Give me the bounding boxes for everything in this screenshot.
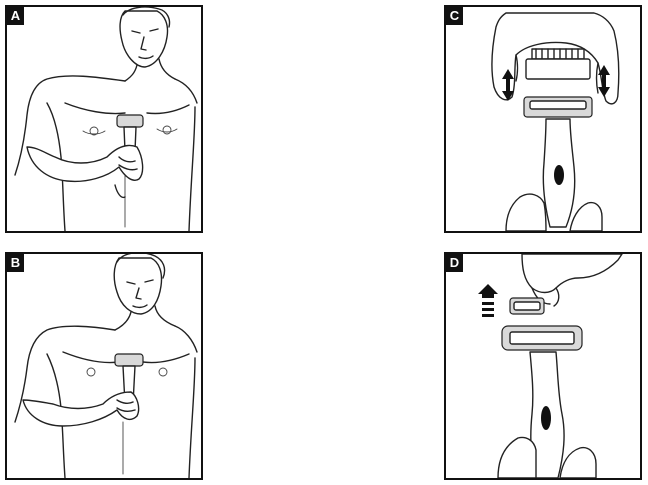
shaving-chest-illustration-a bbox=[14, 7, 198, 231]
panel-d: D bbox=[444, 252, 642, 480]
panel-label-c: C bbox=[446, 7, 463, 25]
panel-a: A bbox=[5, 5, 203, 233]
panel-label-b: B bbox=[7, 254, 24, 272]
attach-comb-guard-illustration bbox=[491, 12, 620, 231]
panel-c: C bbox=[444, 5, 642, 233]
remove-blade-cartridge-illustration bbox=[478, 254, 623, 478]
panel-b: B bbox=[5, 252, 203, 480]
shaving-chest-illustration-b bbox=[14, 254, 198, 478]
panel-label-d: D bbox=[446, 254, 463, 272]
panel-label-a: A bbox=[7, 7, 24, 25]
